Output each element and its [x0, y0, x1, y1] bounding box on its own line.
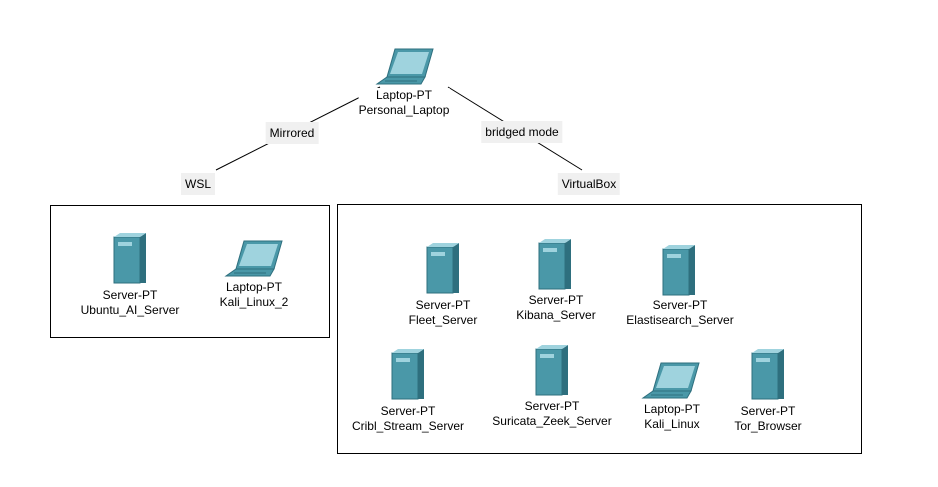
device-label-ubuntu-ai-server: Server-PT Ubuntu_AI_Server — [80, 288, 180, 318]
kibana-server-icon[interactable] — [538, 239, 571, 290]
device-name: Personal_Laptop — [358, 103, 450, 117]
device-label-kali-linux-2: Laptop-PT Kali_Linux_2 — [219, 280, 289, 310]
device-name: Suricata_Zeek_Server — [492, 414, 612, 428]
device-label-kibana-server: Server-PT Kibana_Server — [516, 293, 596, 323]
device-name: Cribl_Stream_Server — [351, 419, 465, 433]
device-model: Laptop-PT — [225, 280, 283, 294]
kali-linux-laptop-icon[interactable] — [641, 362, 700, 399]
device-name: Kali_Linux — [644, 417, 700, 431]
device-model: Server-PT — [528, 293, 584, 307]
kali-linux-2-laptop-icon[interactable] — [224, 240, 283, 277]
device-model: Laptop-PT — [375, 88, 433, 102]
device-label-suricata-zeek-server: Server-PT Suricata_Zeek_Server — [492, 399, 612, 429]
device-model: Server-PT — [652, 298, 708, 312]
group-label-wsl: WSL — [180, 173, 216, 195]
device-label-elastisearch-server: Server-PT Elastisearch_Server — [626, 298, 734, 328]
link-label-bridged: bridged mode — [481, 121, 563, 143]
device-label-cribl-stream-server: Server-PT Cribl_Stream_Server — [351, 404, 465, 434]
device-model: Server-PT — [740, 404, 796, 418]
device-name: Elastisearch_Server — [626, 313, 734, 327]
device-model: Server-PT — [524, 399, 580, 413]
cribl-stream-server-icon[interactable] — [391, 349, 424, 400]
device-name: Fleet_Server — [408, 313, 478, 327]
elastisearch-server-icon[interactable] — [662, 245, 695, 296]
device-label-personal-laptop: Laptop-PT Personal_Laptop — [358, 88, 450, 118]
suricata-zeek-server-icon[interactable] — [535, 345, 568, 396]
device-name: Kali_Linux_2 — [219, 295, 289, 309]
device-name: Ubuntu_AI_Server — [80, 303, 180, 317]
device-name: Kibana_Server — [516, 308, 596, 322]
device-label-tor-browser: Server-PT Tor_Browser — [734, 404, 802, 434]
device-model: Server-PT — [380, 404, 436, 418]
virtualbox-group-box — [337, 204, 862, 454]
device-name: Tor_Browser — [734, 419, 802, 433]
wsl-group-box — [50, 205, 330, 338]
ubuntu-ai-server-icon[interactable] — [113, 233, 146, 284]
device-model: Server-PT — [102, 288, 158, 302]
group-label-virtualbox: VirtualBox — [557, 173, 621, 195]
device-label-kali-linux: Laptop-PT Kali_Linux — [643, 402, 701, 432]
device-model: Laptop-PT — [643, 402, 701, 416]
link-label-mirrored: Mirrored — [265, 122, 319, 144]
personal-laptop-icon[interactable] — [375, 48, 434, 85]
device-model: Server-PT — [415, 298, 471, 312]
tor-browser-server-icon[interactable] — [751, 349, 784, 400]
fleet-server-icon[interactable] — [426, 243, 459, 294]
device-label-fleet-server: Server-PT Fleet_Server — [408, 298, 478, 328]
